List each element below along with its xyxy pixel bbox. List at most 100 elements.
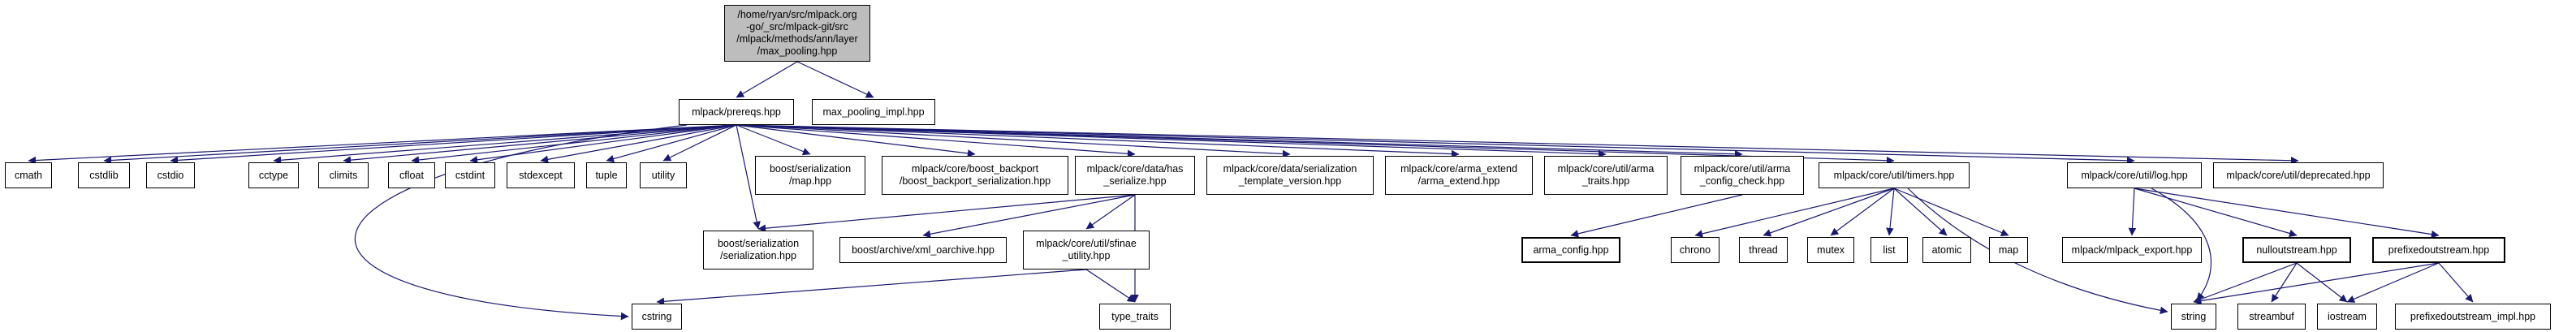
node-label-line: cfloat (399, 169, 424, 181)
edge-nulloutstream-iostream (2296, 262, 2348, 303)
edge-sfinae-cstring (656, 269, 1087, 306)
node-label-line: cmath (14, 169, 43, 181)
node-label-line: /max_pooling.hpp (757, 45, 838, 57)
node-streambuf: streambuf (2237, 304, 2306, 330)
edge-prereqs-has_serialize (736, 124, 1136, 158)
node-label-line: mlpack/core/data/serialization (1223, 163, 1357, 175)
node-label-line: boost/serialization (717, 238, 800, 249)
edge-prereqs-cmath (28, 124, 737, 165)
node-label-line: cctype (258, 169, 289, 181)
node-label-line: cstdlib (89, 169, 119, 181)
node-label-line: max_pooling_impl.hpp (822, 106, 925, 118)
node-boost_ser_map: boost/serialization/map.hpp (755, 156, 865, 195)
node-root: /home/ryan/src/mlpack.org-go/_src/mlpack… (724, 5, 870, 62)
node-max_pooling_impl[interactable]: max_pooling_impl.hpp (812, 99, 935, 125)
node-cstdlib: cstdlib (78, 162, 130, 188)
node-boost_serialization: boost/serialization/serialization.hpp (703, 231, 813, 269)
edge-timers-mutex (1830, 188, 1895, 236)
node-label-line: string (2181, 310, 2207, 322)
edge-has_serialize-boost_serialization (757, 194, 1136, 232)
node-cfloat: cfloat (388, 162, 435, 188)
node-cmath: cmath (5, 162, 52, 188)
node-label-line: mutex (1816, 244, 1845, 256)
node-string: string (2171, 304, 2216, 330)
node-label-line: mlpack/core/arma_extend (1400, 163, 1517, 175)
node-arma_extend[interactable]: mlpack/core/arma_extend/arma_extend.hpp (1385, 156, 1533, 195)
node-log[interactable]: mlpack/core/util/log.hpp (2067, 162, 2202, 188)
edge-prereqs-cstdlib (103, 124, 737, 165)
node-label-line: /home/ryan/src/mlpack.org (737, 9, 857, 20)
node-label-line: -go/_src/mlpack-git/src (746, 21, 848, 32)
node-map: map (1989, 237, 2028, 263)
node-label-line: cstdint (455, 169, 485, 181)
node-xml_oarchive: boost/archive/xml_oarchive.hpp (839, 237, 1007, 263)
node-label-line: mlpack/core/util/log.hpp (2081, 169, 2188, 181)
edge-prereqs-cfloat (411, 124, 737, 164)
edge-root-prereqs (736, 61, 798, 98)
node-label-line: mlpack/prereqs.hpp (692, 106, 781, 118)
edge-timers-list (1886, 188, 1895, 236)
node-label-line: type_traits (1111, 310, 1159, 322)
node-ser_template_version[interactable]: mlpack/core/data/serialization_template_… (1206, 156, 1374, 195)
node-cctype: cctype (248, 162, 299, 188)
node-label-line: /boost_backport_serialization.hpp (899, 175, 1051, 187)
edge-prereqs-ser_template_version (736, 124, 1291, 158)
edge-log-string (2151, 188, 2212, 301)
edge-prereqs-log (736, 124, 2135, 165)
edge-timers-atomic (1893, 188, 1948, 236)
edge-prereqs-arma_extend (736, 124, 1460, 158)
node-label-line: utility (651, 169, 675, 181)
edge-prereqs-tuple (606, 124, 737, 163)
node-label-line: cstring (641, 310, 672, 322)
node-arma_config_check[interactable]: mlpack/core/util/arma_config_check.hpp (1681, 156, 1804, 195)
node-list: list (1871, 237, 1908, 263)
node-label-line: mlpack/core/util/arma (1557, 163, 1655, 175)
node-label-line: streambuf (2249, 310, 2294, 322)
node-boost_backport[interactable]: mlpack/core/boost_backport/boost_backpor… (882, 156, 1068, 195)
node-cstdio: cstdio (146, 162, 195, 188)
node-label-line: stdexcept (519, 169, 563, 181)
node-climits: climits (318, 162, 369, 188)
edge-prereqs-cstdio (170, 124, 737, 165)
node-label-line: _serialize.hpp (1103, 175, 1167, 187)
node-has_serialize[interactable]: mlpack/core/data/has_serialize.hpp (1075, 156, 1195, 195)
node-sfinae[interactable]: mlpack/core/util/sfinae_utility.hpp (1023, 231, 1150, 269)
node-label-line: boost/serialization (769, 163, 852, 175)
edge-log-prefixedoutstream (2134, 188, 2440, 239)
edge-log-mlpack_export (2128, 188, 2137, 236)
node-tuple: tuple (586, 162, 627, 188)
edge-timers-string (1907, 188, 2168, 315)
edge-nulloutstream-streambuf (2271, 262, 2298, 303)
node-label-line: climits (329, 169, 358, 181)
node-label-line: thread (1749, 244, 1778, 256)
node-label-line: mlpack/core/boost_backport (911, 163, 1039, 175)
edge-prereqs-boost_ser_map (736, 124, 811, 156)
node-mlpack_export[interactable]: mlpack/mlpack_export.hpp (2062, 237, 2202, 263)
edge-timers-map (1893, 188, 2009, 236)
edge-prereqs-utility (662, 124, 737, 162)
node-chrono: chrono (1671, 237, 1719, 263)
node-prefixed_impl[interactable]: prefixedoutstream_impl.hpp (2395, 304, 2551, 330)
node-label-line: mlpack/core/data/has (1086, 163, 1184, 175)
node-label-line: tuple (595, 169, 618, 181)
node-prefixedoutstream[interactable]: prefixedoutstream.hpp (2372, 237, 2505, 263)
node-label-line: map (1998, 244, 2019, 256)
node-deprecated[interactable]: mlpack/core/util/deprecated.hpp (2213, 162, 2384, 188)
node-label-line: mlpack/core/util/arma (1694, 163, 1791, 175)
node-timers[interactable]: mlpack/core/util/timers.hpp (1819, 162, 1970, 188)
node-arma_traits[interactable]: mlpack/core/util/arma_traits.hpp (1544, 156, 1668, 195)
node-label-line: /arma_extend.hpp (1417, 175, 1500, 187)
node-label-line: prefixedoutstream_impl.hpp (2410, 310, 2536, 322)
edge-prereqs-cctype (273, 124, 737, 165)
node-label-line: _traits.hpp (1581, 175, 1630, 187)
node-label-line: mlpack/core/util/sfinae (1036, 238, 1137, 249)
edge-nulloutstream-string (2193, 262, 2298, 304)
node-nulloutstream[interactable]: nulloutstream.hpp (2242, 237, 2351, 263)
edge-prefixedoutstream-prefixed_impl (2438, 262, 2474, 303)
edge-prereqs-timers (736, 124, 1895, 165)
node-arma_config[interactable]: arma_config.hpp (1521, 237, 1620, 263)
node-iostream: iostream (2317, 304, 2377, 330)
node-prereqs[interactable]: mlpack/prereqs.hpp (679, 99, 794, 125)
edge-timers-thread (1763, 188, 1895, 237)
